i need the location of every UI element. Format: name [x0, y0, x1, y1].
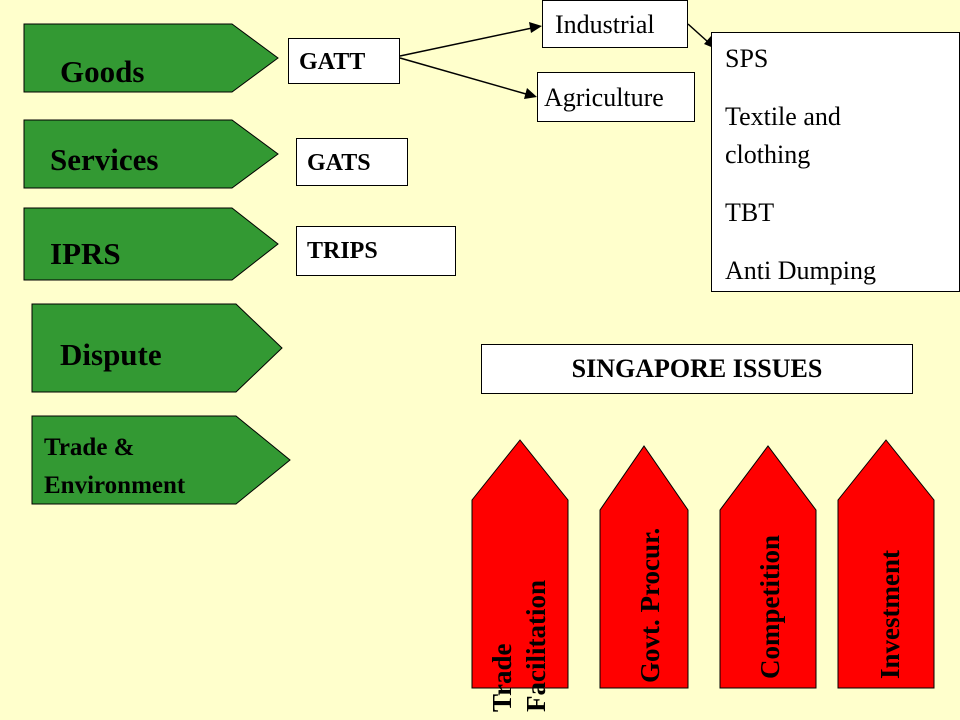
- competition-arrow: [719, 445, 817, 689]
- trade-env-arrow: [31, 415, 291, 505]
- goods-label: Goods: [60, 54, 145, 89]
- list-item-tbt: TBT: [725, 198, 775, 227]
- gatt-to-industrial-line: [399, 27, 533, 57]
- trade-env-label-line2: Environment: [44, 472, 186, 499]
- investment-label: Investment: [875, 550, 905, 679]
- list-item-anti-dumping: Anti Dumping: [725, 256, 876, 285]
- trade-facilitation-line2: Facilitation: [521, 580, 551, 712]
- gatt-label: GATT: [299, 49, 366, 75]
- trips-box: TRIPS: [296, 226, 456, 276]
- agriculture-box: Agriculture: [537, 72, 695, 122]
- singapore-issues-title: SINGAPORE ISSUES: [571, 354, 823, 383]
- competition-label: Competition: [755, 535, 785, 679]
- gatt-to-industrial-arrowhead: [529, 22, 542, 33]
- iprs-arrow: [23, 207, 279, 281]
- goods-arrow: [23, 23, 279, 93]
- trade-facilitation-line1: Trade: [487, 643, 517, 713]
- industrial-list-box: SPS Textile and clothing TBT Anti Dumpin…: [711, 32, 960, 292]
- govt-procur-arrow: [599, 445, 689, 689]
- iprs-label: IPRS: [50, 236, 121, 271]
- services-label: Services: [50, 142, 159, 177]
- gatt-box: GATT: [288, 38, 400, 84]
- trade-facilitation-label: Trade Facilitation: [485, 512, 555, 712]
- gatt-to-agriculture-line: [399, 57, 527, 95]
- trade-env-label-line1: Trade &: [44, 434, 135, 461]
- list-item-textile: Textile and: [725, 102, 841, 131]
- agriculture-label: Agriculture: [544, 83, 664, 112]
- list-item-sps: SPS: [725, 44, 769, 73]
- gats-box: GATS: [296, 138, 408, 186]
- investment-arrow: [837, 439, 935, 689]
- trade-facilitation-arrow: [471, 439, 569, 689]
- industrial-to-list-line: [687, 23, 709, 43]
- industrial-box: Industrial: [542, 0, 688, 48]
- trips-label: TRIPS: [307, 238, 378, 264]
- dispute-label: Dispute: [60, 337, 162, 372]
- list-item-clothing: clothing: [725, 140, 811, 169]
- services-arrow: [23, 119, 279, 189]
- gatt-to-agriculture-arrowhead: [524, 88, 537, 99]
- dispute-arrow: [31, 303, 283, 393]
- singapore-issues-box: SINGAPORE ISSUES: [481, 344, 913, 394]
- gats-label: GATS: [307, 150, 371, 176]
- industrial-label: Industrial: [555, 10, 655, 39]
- govt-procur-label: Govt. Procur.: [635, 527, 665, 683]
